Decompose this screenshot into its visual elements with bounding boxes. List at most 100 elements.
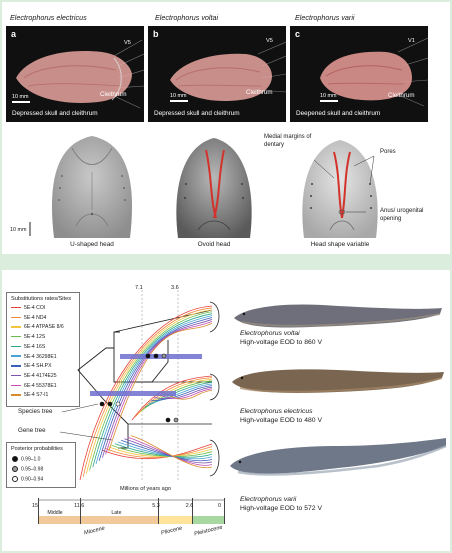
time-tick xyxy=(38,498,39,524)
node-age-interval-bar-2 xyxy=(90,391,176,396)
node-dot xyxy=(115,401,121,407)
time-axis-label: Millions of years ago xyxy=(120,486,171,492)
vertebra-label-a: V5 xyxy=(124,40,131,46)
time-tick-label: 2.6 xyxy=(185,503,194,509)
legend-label: 6E-4 ATPASE 8/6 xyxy=(24,324,64,331)
xray-skull-c xyxy=(320,37,428,107)
legend-label: 5E-4 12S xyxy=(24,334,46,341)
node-dot xyxy=(107,401,113,407)
legend-item: 5E-4 ND4 xyxy=(11,315,46,321)
xray-caption-c: Deepened skull and cleithrum xyxy=(296,110,381,117)
legend-label: 5E-4 SH.PX xyxy=(24,363,52,370)
epoch-bar xyxy=(158,516,192,524)
cleithrum-label-c: Cleithrum xyxy=(388,92,415,99)
legend-swatch xyxy=(11,374,21,377)
legend-label: 5E-4 S7-I1 xyxy=(24,392,49,399)
legend-swatch xyxy=(11,394,21,396)
legend-label: 5E-4 4174E25 xyxy=(24,372,57,379)
xray-image-b: b V5 Cleithrum 10 mm Depressed skull and… xyxy=(148,26,286,122)
legend-swatch xyxy=(11,365,21,367)
head-illustrations xyxy=(29,136,378,238)
node-age-label-3-6: 3.6 xyxy=(171,285,179,291)
legend-swatch xyxy=(11,384,21,386)
time-tick xyxy=(191,498,193,524)
tip-bracket-varii xyxy=(209,439,220,477)
panel-letter-a: a xyxy=(11,29,17,39)
posterior-dot xyxy=(12,466,18,472)
legend-swatch xyxy=(11,336,21,338)
legend-swatch xyxy=(11,345,21,348)
legend-item: 5E-4 S7-I1 xyxy=(11,392,48,398)
head-scale-label: 10 mm xyxy=(10,227,27,233)
scale-label-c: 10 mm xyxy=(320,93,337,99)
xray-image-c: c V1 Cleithrum 10 mm Deepened skull and … xyxy=(290,26,428,122)
species-label-voltai: Electrophorus voltai xyxy=(155,13,219,22)
fish-eod-varii: High-voltage EOD to 572 V xyxy=(240,504,322,512)
legend-item: 6E-4 55378E1 xyxy=(11,383,57,389)
node-dot xyxy=(173,417,179,423)
xray-image-a: a V5 Cleithrum 10 mm Depressed skull and… xyxy=(6,26,144,122)
fish-caption-voltai: Electrophorus voltai High-voltage EOD to… xyxy=(240,330,322,347)
scale-bar-a xyxy=(12,101,30,103)
node-age-label-7-1: 7.1 xyxy=(135,285,143,291)
annotation-medial-margins: Medial margins of dentary xyxy=(264,134,312,148)
legend-item: 5E-4 COI xyxy=(11,305,45,311)
legend-swatch xyxy=(11,326,21,328)
head-variable xyxy=(302,140,378,238)
node-dot xyxy=(165,417,171,423)
posterior-legend: Posterior probabilities 0.99–1.0 0.95–0.9… xyxy=(6,442,76,488)
vertebra-label-c: V1 xyxy=(408,38,415,44)
posterior-label: 0.99–1.0 xyxy=(21,456,41,463)
fish-photo-varii xyxy=(230,438,447,476)
legend-item: 5E-4 16S xyxy=(11,344,45,350)
posterior-dot xyxy=(12,456,18,462)
legend-label: 5E-4 16S xyxy=(24,343,46,350)
node-age-interval-bar-1 xyxy=(120,354,202,359)
posterior-item: 0.90–0.94 xyxy=(12,476,43,482)
legend-item: 5E-4 4174E25 xyxy=(11,373,57,379)
epoch-label: Miocene xyxy=(83,525,106,537)
period-label-late: Late xyxy=(111,510,122,516)
epoch-bar xyxy=(191,516,224,524)
substitution-legend: Substitutions rates/Sites 5E-4 COI 5E-4 N… xyxy=(6,292,80,407)
legend-label: 6E-4 55378E1 xyxy=(24,382,57,389)
legend-label: 5E-4 36298E1 xyxy=(24,353,57,360)
epoch-bar xyxy=(38,516,159,524)
panel-letter-c: c xyxy=(295,29,301,39)
legend-swatch xyxy=(11,306,21,309)
head-caption-u: U-shaped head xyxy=(70,241,114,248)
fish-eod-voltai: High-voltage EOD to 860 V xyxy=(240,338,322,346)
time-tick-label: 0 xyxy=(218,503,221,509)
annotation-anus: Anus/ urogenital opening xyxy=(380,208,424,222)
posterior-dot xyxy=(12,476,18,482)
posterior-title: Posterior probabilities xyxy=(11,446,63,452)
posterior-item: 0.95–0.98 xyxy=(12,466,43,472)
gene-tree-label: Gene tree xyxy=(18,427,46,434)
legend-label: 5E-4 ND4 xyxy=(24,314,47,321)
legend-swatch xyxy=(11,355,21,357)
fish-species-voltai: Electrophorus voltai xyxy=(240,330,300,337)
time-tick xyxy=(224,498,225,524)
time-tick xyxy=(158,498,159,524)
epoch-label: Pliocene xyxy=(160,525,183,537)
legend-label: 5E-4 COI xyxy=(24,305,46,311)
legend-title: Substitutions rates/Sites xyxy=(11,296,72,302)
species-label-electricus: Electrophorus electricus xyxy=(10,13,87,22)
panel-letter-b: b xyxy=(153,29,159,39)
annotation-pores: Pores xyxy=(380,149,396,155)
posterior-label: 0.90–0.94 xyxy=(21,476,44,483)
time-tick-label: 11.6 xyxy=(74,503,85,509)
node-dot xyxy=(153,353,159,359)
cleithrum-label-a: Cleithrum xyxy=(100,91,127,98)
fish-photo-electricus xyxy=(232,369,444,393)
fish-caption-varii: Electrophorus varii High-voltage EOD to … xyxy=(240,496,322,513)
xray-skull-a xyxy=(16,39,144,109)
posterior-label: 0.95–0.98 xyxy=(21,466,44,473)
legend-item: 6E-4 ATPASE 8/6 xyxy=(11,324,64,330)
gene-tree-bundle xyxy=(79,305,213,481)
leader-gene-tree xyxy=(59,431,113,441)
figure-panel-bottom: Substitutions rates/Sites 5E-4 COI 5E-4 N… xyxy=(2,270,450,551)
legend-item: 5E-4 12S xyxy=(11,334,45,340)
posterior-item: 0.99–1.0 xyxy=(12,456,40,462)
